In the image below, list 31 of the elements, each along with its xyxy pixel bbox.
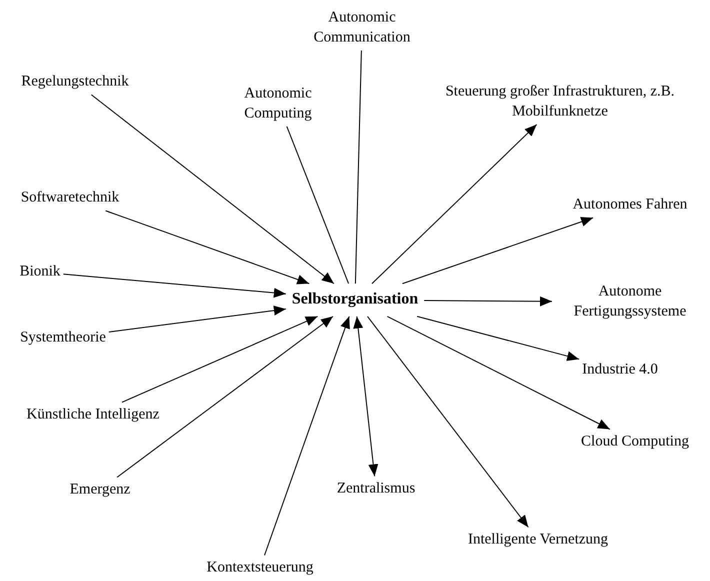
arrow (108, 306, 286, 333)
concept-label: Softwaretechnik (20, 188, 120, 208)
arrow (402, 216, 594, 284)
concept-label: Kontextsteuerung (206, 558, 314, 578)
arrow (105, 210, 310, 284)
arrow (386, 316, 610, 430)
concept-label: Regelungstechnik (21, 72, 129, 92)
concept-label: Autonomic Communication (297, 8, 427, 48)
concept-label: Steuerung großer Infrastrukturen, z.B. Mobilfunknetze (425, 82, 695, 122)
concept-label: Autonomes Fahren (572, 195, 688, 215)
concept-label: Autonomic Computing (228, 84, 328, 124)
concept-label: Emergenz (70, 480, 130, 500)
concept-label: Industrie 4.0 (582, 360, 658, 380)
arrow (264, 316, 350, 556)
arrow (90, 94, 334, 284)
arrow (424, 296, 552, 306)
arrow (122, 316, 318, 403)
concept-label: Bionik (20, 262, 60, 282)
arrow (353, 316, 378, 477)
concept-label: Systemtheorie (20, 328, 106, 348)
concept-label: Intelligente Vernetzung (468, 530, 608, 550)
arrow (367, 316, 529, 528)
concept-label: Autonome Fertigungssysteme (555, 282, 705, 322)
arrow (371, 124, 538, 284)
concept-label: Künstliche Intelligenz (26, 405, 160, 425)
arrow (116, 316, 334, 478)
concept-label: Selbstorganisation (292, 290, 418, 310)
arrow (62, 274, 286, 298)
concept-label: Zentralismus (336, 479, 416, 499)
arrow (416, 316, 580, 361)
concept-label: Cloud Computing (581, 432, 689, 452)
